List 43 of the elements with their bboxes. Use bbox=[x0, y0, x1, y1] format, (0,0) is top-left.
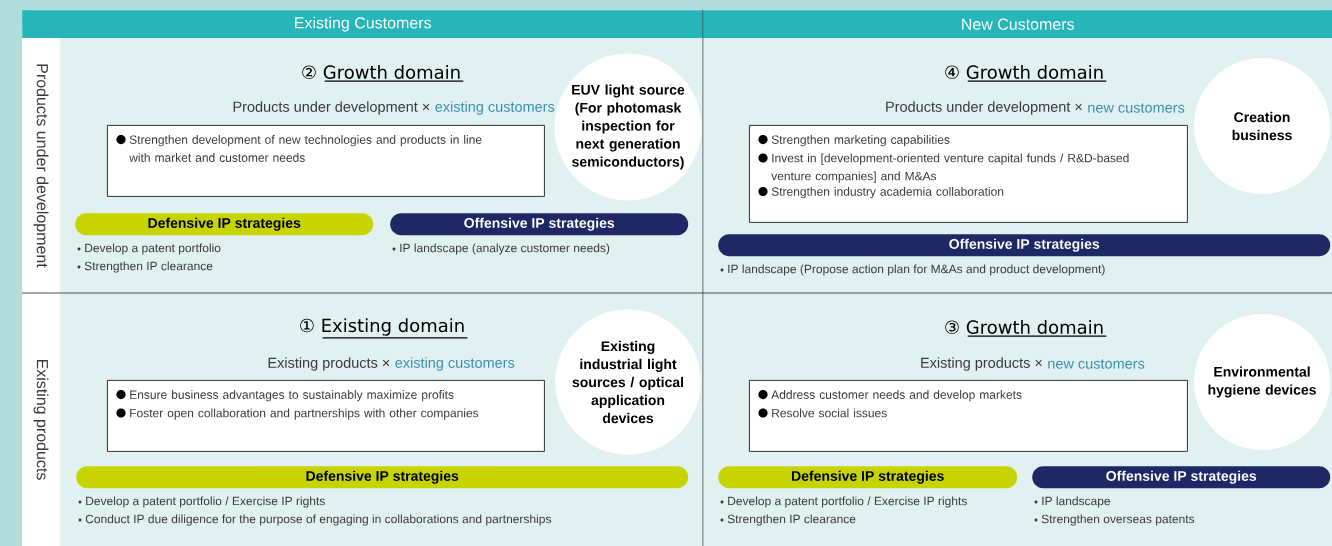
strategy-band: Defensive IP strategies bbox=[76, 466, 689, 489]
domain-heading: ④ Growth domain bbox=[945, 65, 1107, 82]
strategy-band: Offensive IP strategies bbox=[390, 213, 689, 236]
bullet-item: Invest in [development-oriented venture capital funds / R&D-based venture companies] and M&As bbox=[758, 153, 1129, 183]
bullet-item: IP landscape bbox=[1034, 496, 1111, 508]
subtitle-text: Existing products × bbox=[268, 357, 390, 371]
column-header: Existing Customers bbox=[22, 10, 704, 39]
highlighted-text: existing customers bbox=[395, 357, 515, 371]
bullet-item: Foster open collaboration and partnerships with other companies bbox=[116, 408, 479, 420]
bullet-item: Ensure business advantages to sustainably maximize profits bbox=[116, 390, 454, 402]
bullet-item: Develop a patent portfolio bbox=[77, 243, 221, 255]
highlighted-text: new customers bbox=[1088, 103, 1185, 113]
node-label: New Customers bbox=[962, 18, 1075, 30]
bullet-item: Strengthen marketing capabilities bbox=[758, 135, 950, 147]
column-header: New Customers bbox=[703, 10, 1332, 39]
node-label: Existing products bbox=[33, 359, 49, 480]
bullet-item: IP landscape (Propose action plan for M&As and product development) bbox=[720, 264, 1105, 276]
strategy-band: Offensive IP strategies bbox=[718, 234, 1331, 257]
bullet-item: Strengthen IP clearance bbox=[77, 261, 213, 273]
row-header: Products under development bbox=[22, 38, 60, 293]
strategy-band: Defensive IP strategies bbox=[75, 213, 374, 236]
row-header: Existing products bbox=[22, 293, 60, 546]
subtitle-text: Products under development × bbox=[233, 101, 430, 115]
highlighted-text: new customers bbox=[1048, 359, 1145, 369]
bullet-item: Conduct IP due diligence for the purpose of engaging in collaborations and partnerships bbox=[78, 514, 551, 526]
bullet-item: Strengthen overseas patents bbox=[1034, 514, 1195, 526]
domain-heading: ③ Growth domain bbox=[945, 320, 1107, 337]
highlighted-text: existing customers bbox=[435, 101, 555, 115]
subtitle-text: Existing products × bbox=[921, 357, 1042, 371]
domain-heading: ① Existing domain bbox=[300, 318, 468, 339]
bullet-item: Develop a patent portfolio / Exercise IP rights bbox=[78, 496, 325, 508]
bullet-item: IP landscape (analyze customer needs) bbox=[392, 243, 610, 255]
strategy-band: Offensive IP strategies bbox=[1032, 466, 1331, 489]
bullet-item: Strengthen industry academia collaboration bbox=[758, 186, 1004, 199]
domain-heading: ② Growth domain bbox=[302, 65, 464, 82]
subtitle-text: Products under development × bbox=[886, 101, 1082, 115]
bullet-item: Strengthen development of new technologies and products in line with market and customer needs bbox=[116, 135, 482, 162]
bullet-item: Address customer needs and develop markets bbox=[758, 390, 1022, 402]
bullet-item: Strengthen IP clearance bbox=[720, 514, 856, 526]
bullet-item: Resolve social issues bbox=[758, 408, 887, 418]
node-label: Products under development bbox=[33, 64, 49, 268]
strategy-band: Defensive IP strategies bbox=[718, 466, 1018, 489]
bullet-item: Develop a patent portfolio / Exercise IP rights bbox=[720, 496, 967, 508]
